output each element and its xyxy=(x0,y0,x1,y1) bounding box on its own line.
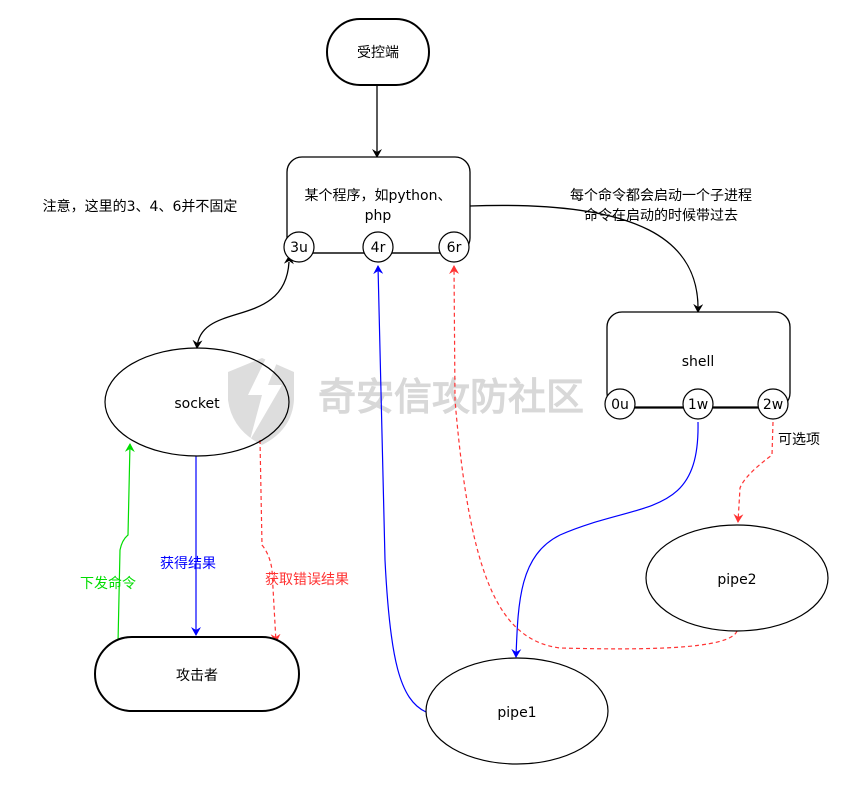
port-1w[interactable]: 1w xyxy=(682,388,714,420)
label-send-command: 下发命令 xyxy=(80,575,136,592)
node-socket[interactable]: socket xyxy=(104,347,290,457)
port-0u[interactable]: 0u xyxy=(604,388,636,420)
node-attacker[interactable]: 攻击者 xyxy=(94,636,300,712)
svg-text:4r: 4r xyxy=(371,240,386,256)
node-pipe2-label: pipe2 xyxy=(717,572,756,588)
edge-1w-to-pipe1 xyxy=(511,421,699,658)
node-socket-label: socket xyxy=(174,396,220,412)
edge-program-to-shell xyxy=(469,204,704,313)
svg-text:0u: 0u xyxy=(611,397,629,413)
svg-text:3u: 3u xyxy=(290,240,308,256)
watermark: 奇安信攻防社区 xyxy=(228,350,584,445)
note-ports-not-fixed: 注意，这里的3、4、6并不固定 xyxy=(43,198,238,215)
port-6r[interactable]: 6r xyxy=(438,231,470,263)
port-2w[interactable]: 2w xyxy=(757,388,789,420)
edge-pipe1-to-4r xyxy=(373,265,427,713)
node-pipe1[interactable]: pipe1 xyxy=(425,657,609,765)
edge-2w-to-pipe2 xyxy=(733,421,774,523)
watermark-text: 奇安信攻防社区 xyxy=(318,375,584,419)
shield-lightning-icon xyxy=(228,350,294,445)
note-child-process-line2: 命令在启动的时候带过去 xyxy=(584,207,738,224)
port-3u[interactable]: 3u xyxy=(283,231,315,263)
node-shell-label: shell xyxy=(682,354,715,370)
port-4r[interactable]: 4r xyxy=(362,231,394,263)
node-program-label-line2: php xyxy=(365,208,392,224)
note-child-process-line1: 每个命令都会启动一个子进程 xyxy=(570,187,752,204)
node-program[interactable]: 某个程序，如python、 php 3u 4r 6r xyxy=(283,156,471,263)
node-controlled[interactable]: 受控端 xyxy=(326,18,430,86)
edge-get-error xyxy=(259,439,281,643)
node-attacker-label: 攻击者 xyxy=(176,668,218,684)
label-get-error: 获取错误结果 xyxy=(265,572,349,588)
edge-3u-socket xyxy=(192,255,294,349)
svg-text:1w: 1w xyxy=(688,397,708,413)
node-program-label-line1: 某个程序，如python、 xyxy=(305,188,452,204)
node-controlled-label: 受控端 xyxy=(357,45,399,61)
node-pipe2[interactable]: pipe2 xyxy=(645,524,829,632)
note-optional: 可选项 xyxy=(778,432,820,448)
svg-text:2w: 2w xyxy=(763,397,783,413)
label-get-result: 获得结果 xyxy=(160,555,216,572)
node-shell[interactable]: shell 0u 1w 2w xyxy=(604,311,791,420)
svg-text:6r: 6r xyxy=(447,240,462,256)
node-pipe1-label: pipe1 xyxy=(497,705,536,721)
edge-send-command xyxy=(117,443,135,644)
